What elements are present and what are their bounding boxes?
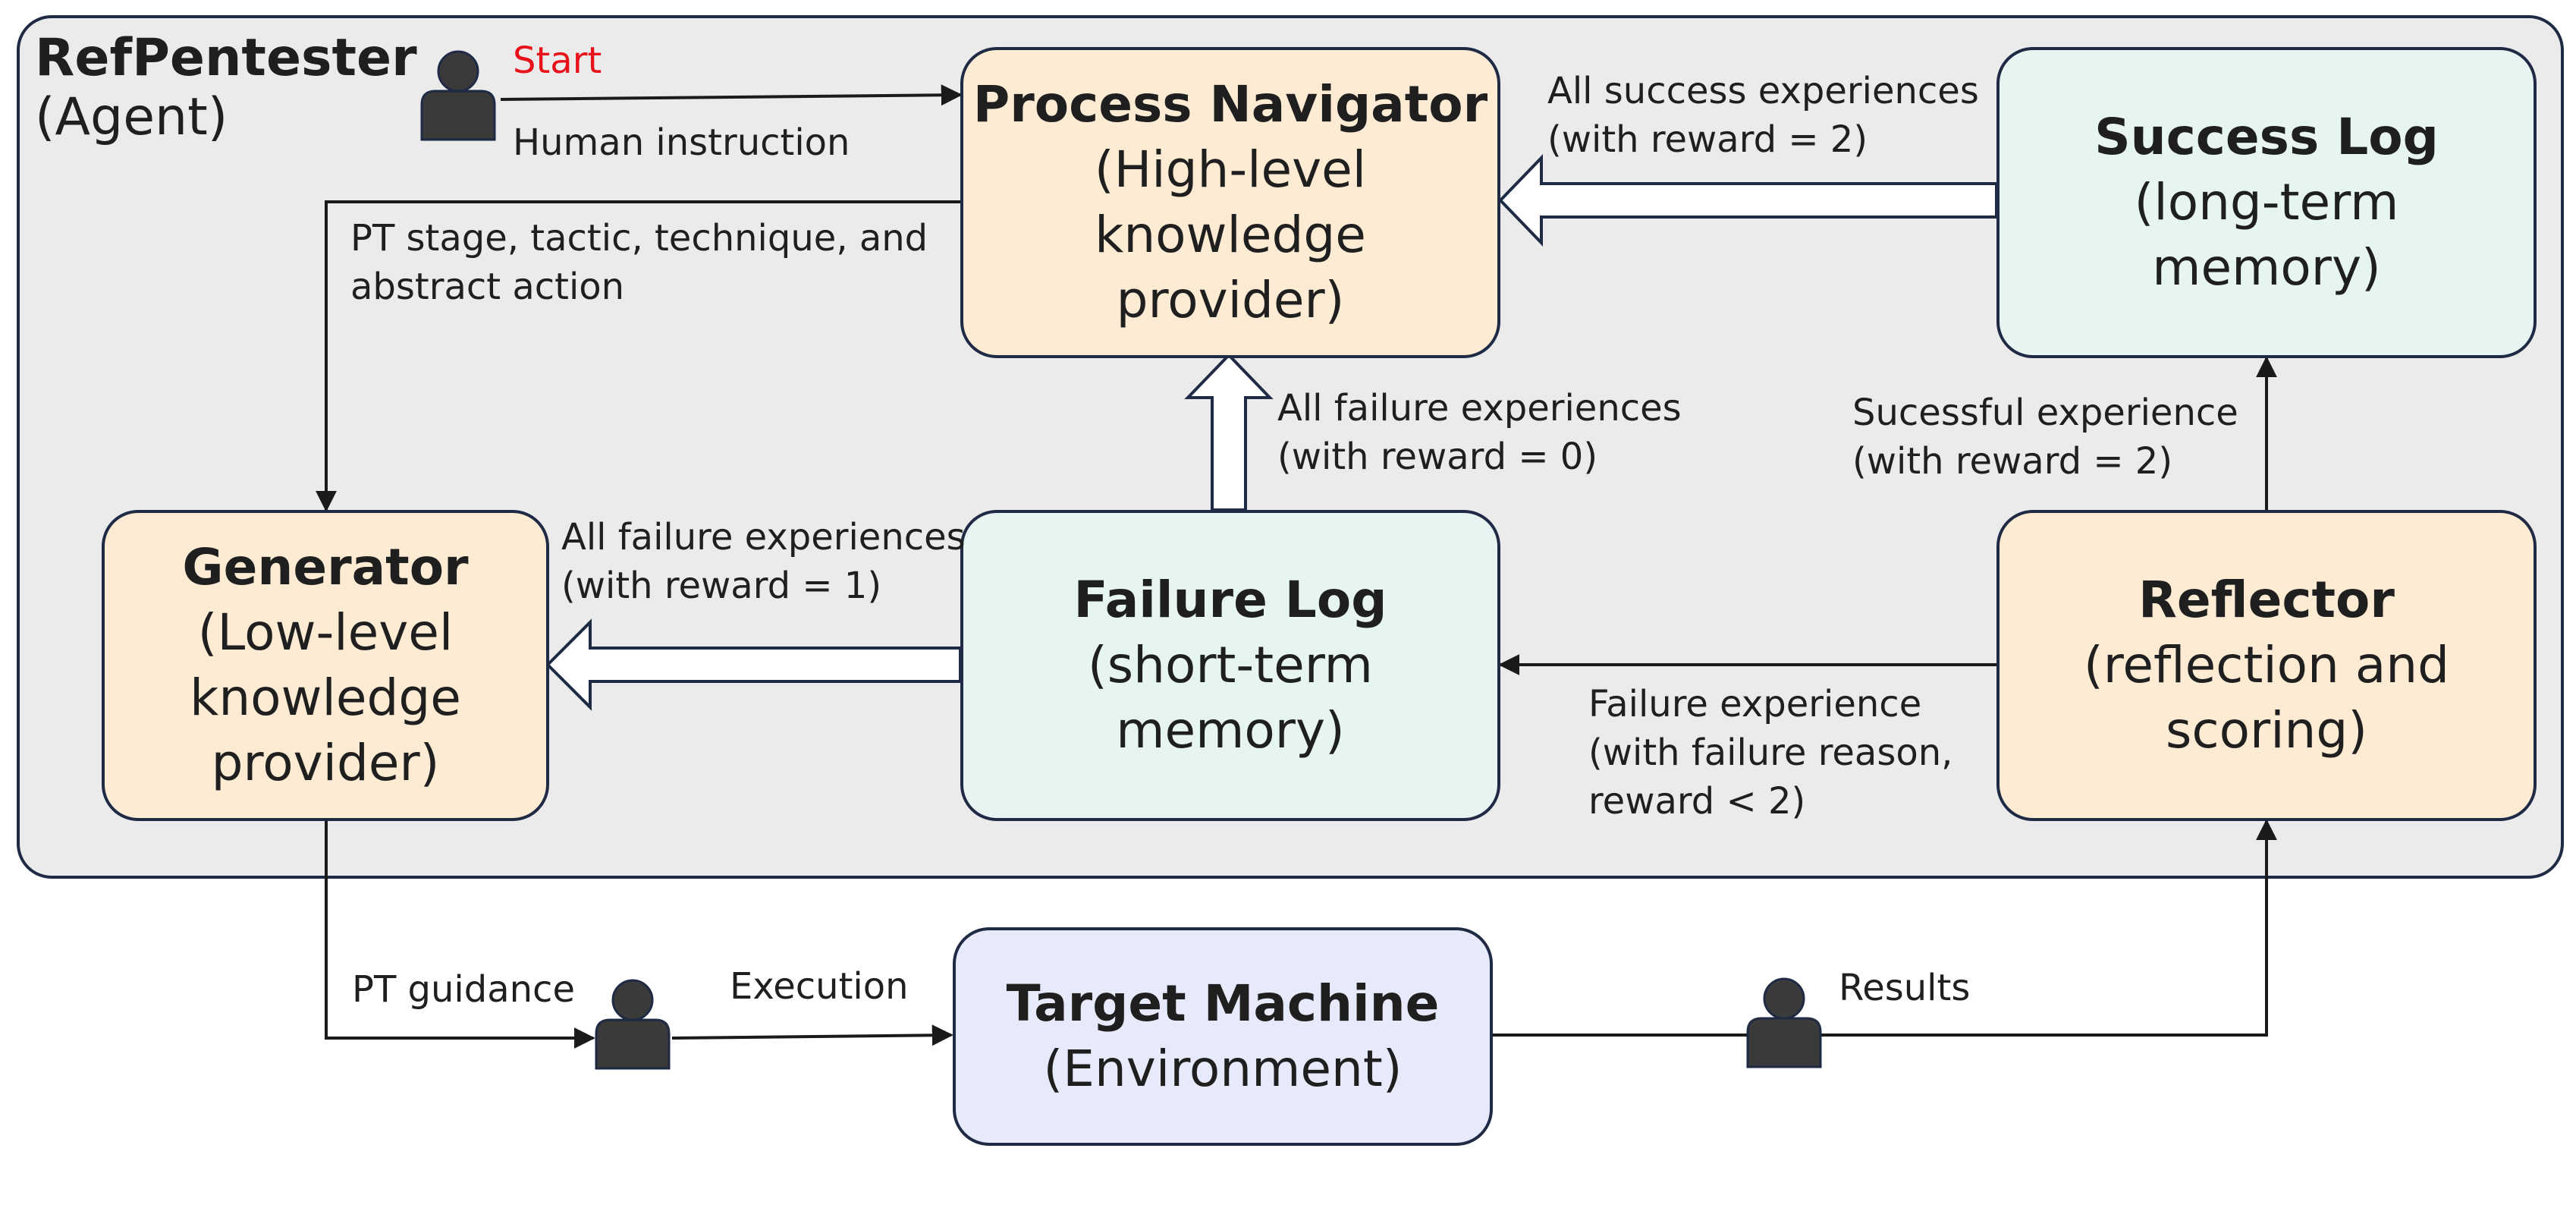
generator-line: (Low-level	[197, 603, 454, 662]
label-line: (with reward = 2)	[1852, 440, 2173, 483]
process-navigator-title: Process Navigator	[972, 75, 1488, 134]
generator-line: knowledge	[190, 669, 461, 727]
label-line: All failure experiences	[561, 516, 966, 558]
label-line: Sucessful experience	[1852, 392, 2238, 434]
label-line: abstract action	[350, 266, 625, 308]
generator-node: Generator (Low-level knowledge provider)	[102, 510, 549, 821]
person-icon	[1746, 977, 1822, 1068]
pt-guidance-label: PT guidance	[352, 968, 575, 1011]
label-line: All failure experiences	[1277, 387, 1682, 429]
success-log-node: Success Log (long-term memory)	[1996, 47, 2537, 358]
failure-log-node: Failure Log (short-term memory)	[960, 510, 1500, 821]
process-navigator-line: knowledge	[1095, 206, 1366, 264]
process-navigator-line: (High-level	[1094, 140, 1367, 199]
label-line: (with reward = 0)	[1277, 436, 1598, 478]
generator-title: Generator	[182, 538, 469, 596]
edge-human-instruction	[500, 84, 963, 106]
label-line: (with failure reason,	[1588, 731, 1953, 774]
block-arrow-success-to-navigator	[1498, 154, 1998, 247]
label-line: (with reward = 1)	[561, 565, 882, 607]
all-success-label: All success experiences (with reward = 2…	[1547, 67, 1979, 164]
success-log-line: memory)	[2152, 238, 2381, 297]
target-machine-line: (Environment)	[1043, 1040, 1403, 1098]
failure-log-line: memory)	[1116, 701, 1345, 760]
edge-execution	[671, 1024, 953, 1046]
block-arrow-up-failure	[1184, 353, 1274, 511]
agent-title: RefPentester (Agent)	[35, 29, 417, 147]
edge-pt-stage	[316, 200, 960, 512]
execution-label: Execution	[730, 965, 909, 1008]
label-line: Failure experience	[1588, 683, 1922, 725]
generator-line: provider)	[211, 734, 440, 792]
block-arrow-failure-to-generator	[545, 618, 962, 711]
reflector-line: scoring)	[2166, 701, 2367, 760]
process-navigator-node: Process Navigator (High-level knowledge …	[960, 47, 1500, 358]
agent-subtitle: (Agent)	[35, 87, 228, 147]
label-line: All success experiences	[1547, 70, 1979, 112]
label-line: reward < 2)	[1588, 780, 1806, 823]
all-failure-1-label: All failure experiences (with reward = 1…	[561, 513, 966, 610]
failure-log-title: Failure Log	[1073, 571, 1387, 629]
results-label: Results	[1839, 967, 1971, 1009]
target-machine-node: Target Machine (Environment)	[953, 927, 1493, 1146]
label-line: (with reward = 2)	[1547, 118, 1868, 161]
successful-experience-label: Sucessful experience (with reward = 2)	[1852, 389, 2238, 486]
person-icon	[595, 979, 671, 1070]
start-label: Start	[513, 39, 602, 82]
all-failure-0-label: All failure experiences (with reward = 0…	[1277, 384, 1682, 481]
label-line: PT stage, tactic, technique, and	[350, 217, 928, 260]
reflector-title: Reflector	[2138, 571, 2395, 629]
human-instruction-label: Human instruction	[513, 121, 850, 164]
failure-experience-label: Failure experience (with failure reason,…	[1588, 680, 1952, 826]
reflector-line: (reflection and	[2083, 636, 2450, 694]
reflector-node: Reflector (reflection and scoring)	[1996, 510, 2537, 821]
success-log-line: (long-term	[2134, 173, 2399, 231]
agent-name: RefPentester	[35, 28, 417, 88]
edge-pt-guidance	[325, 821, 595, 1049]
target-machine-title: Target Machine	[1006, 974, 1440, 1033]
person-icon	[420, 50, 496, 141]
pt-stage-label: PT stage, tactic, technique, and abstrac…	[350, 214, 928, 311]
failure-log-line: (short-term	[1088, 636, 1373, 694]
process-navigator-line: provider)	[1116, 271, 1345, 329]
success-log-title: Success Log	[2094, 108, 2439, 166]
